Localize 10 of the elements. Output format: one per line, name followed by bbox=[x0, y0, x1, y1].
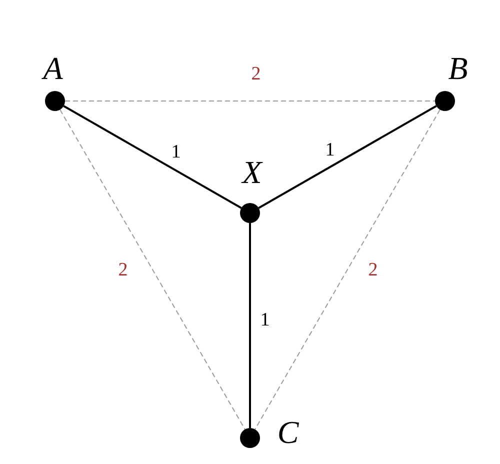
edge-line bbox=[63, 105, 242, 209]
vertex-label: B bbox=[448, 52, 468, 84]
dashed-line bbox=[64, 100, 436, 102]
dashed-line bbox=[60, 109, 246, 430]
edge-line bbox=[258, 105, 437, 209]
dashed-line bbox=[254, 109, 440, 430]
vertex-label: C bbox=[277, 416, 299, 448]
vertex-label: A bbox=[43, 52, 63, 84]
vertex-label: X bbox=[242, 156, 262, 188]
edge-line bbox=[249, 223, 251, 428]
